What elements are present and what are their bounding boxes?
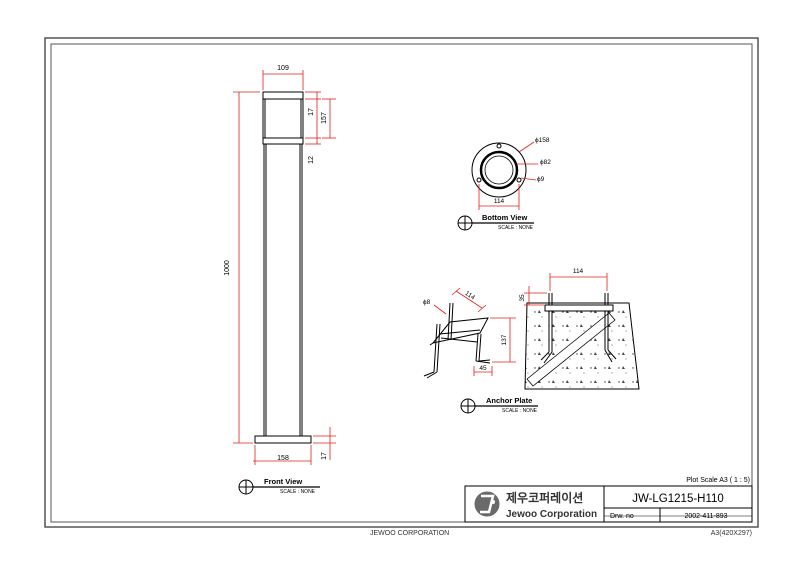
section-marker-icon xyxy=(238,479,320,495)
drawing-model-number: JW-LG1215-H110 xyxy=(632,493,724,505)
front-view-title: Front View xyxy=(264,477,302,486)
dim-cap: 17 xyxy=(308,108,315,116)
concrete-dimensions xyxy=(524,273,608,306)
front-dimensions xyxy=(233,70,336,465)
company-name-korean: 제우코퍼레이션 xyxy=(506,490,583,505)
dim-height: 1000 xyxy=(224,260,231,276)
anchor-dimensions xyxy=(433,287,516,376)
dim-protrusion: 35 xyxy=(519,294,526,302)
section-marker-icon xyxy=(457,215,534,231)
dim-concrete-width: 114 xyxy=(573,268,584,275)
bottom-view-title: Bottom View xyxy=(482,213,527,222)
dim-pcd: 114 xyxy=(494,198,505,205)
drawing-number-label: Drw. no xyxy=(610,513,634,520)
dim-base: 17 xyxy=(321,452,328,460)
anchor-frame xyxy=(423,302,491,379)
footer-paper-size: A3(420X297) xyxy=(710,530,752,537)
jewoo-logo-icon xyxy=(473,490,501,518)
dim-leg: 45 xyxy=(479,365,487,372)
bottom-view: ϕ158 ϕ82 ϕ9 114 Bottom View SCALE : NONE xyxy=(457,137,551,231)
dim-base-width: 158 xyxy=(277,455,289,462)
front-view: 109 1000 17 157 12 158 17 Front View SCA… xyxy=(224,65,336,495)
anchor-plate-view: ϕ8 114 137 45 114 35 Anchor Plate xyxy=(423,268,640,414)
dim-window: 157 xyxy=(321,112,328,124)
anchor-plate-scale: SCALE : NONE xyxy=(502,408,538,414)
bottom-view-scale: SCALE : NONE xyxy=(498,225,534,231)
drawing-number: 2002-411-893 xyxy=(684,513,727,520)
dim-anchor-height: 137 xyxy=(501,334,508,345)
dim-hole-diameter: ϕ9 xyxy=(537,176,545,183)
drawing-frame xyxy=(44,37,759,528)
section-marker-icon xyxy=(460,398,538,414)
dim-band: 12 xyxy=(308,156,315,164)
dim-outer-diameter: ϕ158 xyxy=(535,137,550,144)
pole-outline xyxy=(254,91,312,444)
dim-inner-diameter: ϕ82 xyxy=(540,159,551,166)
dim-rod-diameter: ϕ8 xyxy=(423,299,431,306)
dim-top-width: 109 xyxy=(277,65,289,72)
bottom-dimensions xyxy=(478,141,538,210)
dim-span: 114 xyxy=(464,290,477,302)
footer-company: JEWOO CORPORATION xyxy=(370,530,450,537)
concrete-footing xyxy=(524,293,640,390)
anchor-plate-title: Anchor Plate xyxy=(486,396,532,405)
company-name-english: Jewoo Corporation xyxy=(506,509,597,520)
plot-scale: Plot Scale A3 ( 1 : 5) xyxy=(686,477,750,484)
base-plate xyxy=(471,142,527,198)
front-view-scale: SCALE : NONE xyxy=(280,489,316,495)
title-block: 제우코퍼레이션 Jewoo Corporation JW-LG1215-H110… xyxy=(464,485,753,523)
